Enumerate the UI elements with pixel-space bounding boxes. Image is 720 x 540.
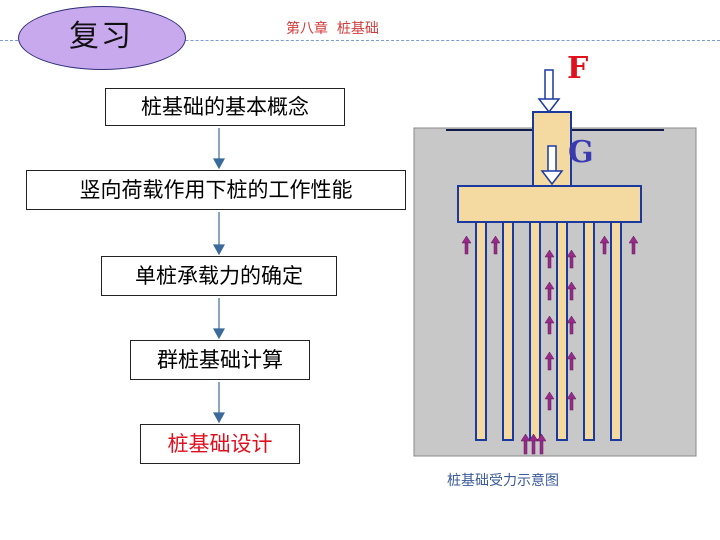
load-g-label: G xyxy=(568,135,594,170)
pile-2 xyxy=(502,221,514,441)
flow-arrow-2-head xyxy=(212,244,226,256)
load-g-arrow xyxy=(540,145,564,186)
diagram-caption: 桩基础受力示意图 xyxy=(447,473,559,489)
pile-5 xyxy=(583,221,595,441)
flow-arrow-1-head xyxy=(212,158,226,170)
chapter-title: 第八章 桩基础 xyxy=(286,21,379,37)
review-badge-oval xyxy=(18,6,186,70)
tip-resistance-arrows xyxy=(520,433,547,455)
review-badge-label: 复习 xyxy=(69,19,133,54)
flow-step-pile-design[interactable]: 桩基础设计 xyxy=(140,424,300,464)
flow-step-pile-group-calc[interactable]: 群桩基础计算 xyxy=(130,340,310,380)
pile-cap xyxy=(457,185,642,223)
flow-step-basic-concepts[interactable]: 桩基础的基本概念 xyxy=(105,88,345,126)
header-divider xyxy=(0,40,720,41)
load-f-arrow xyxy=(537,69,561,114)
pile-4 xyxy=(556,221,568,441)
load-f-label: F xyxy=(567,51,588,86)
flow-step-pile-behavior[interactable]: 竖向荷载作用下桩的工作性能 xyxy=(26,170,406,210)
friction-arrows xyxy=(461,235,639,411)
flow-arrow-3-head xyxy=(212,328,226,340)
review-badge: 复习 xyxy=(18,6,186,70)
pile-3 xyxy=(529,221,541,441)
pile-6 xyxy=(610,221,622,441)
flow-arrow-4-head xyxy=(212,412,226,424)
flow-step-single-pile-capacity[interactable]: 单桩承载力的确定 xyxy=(101,256,337,296)
pile-1 xyxy=(475,221,487,441)
